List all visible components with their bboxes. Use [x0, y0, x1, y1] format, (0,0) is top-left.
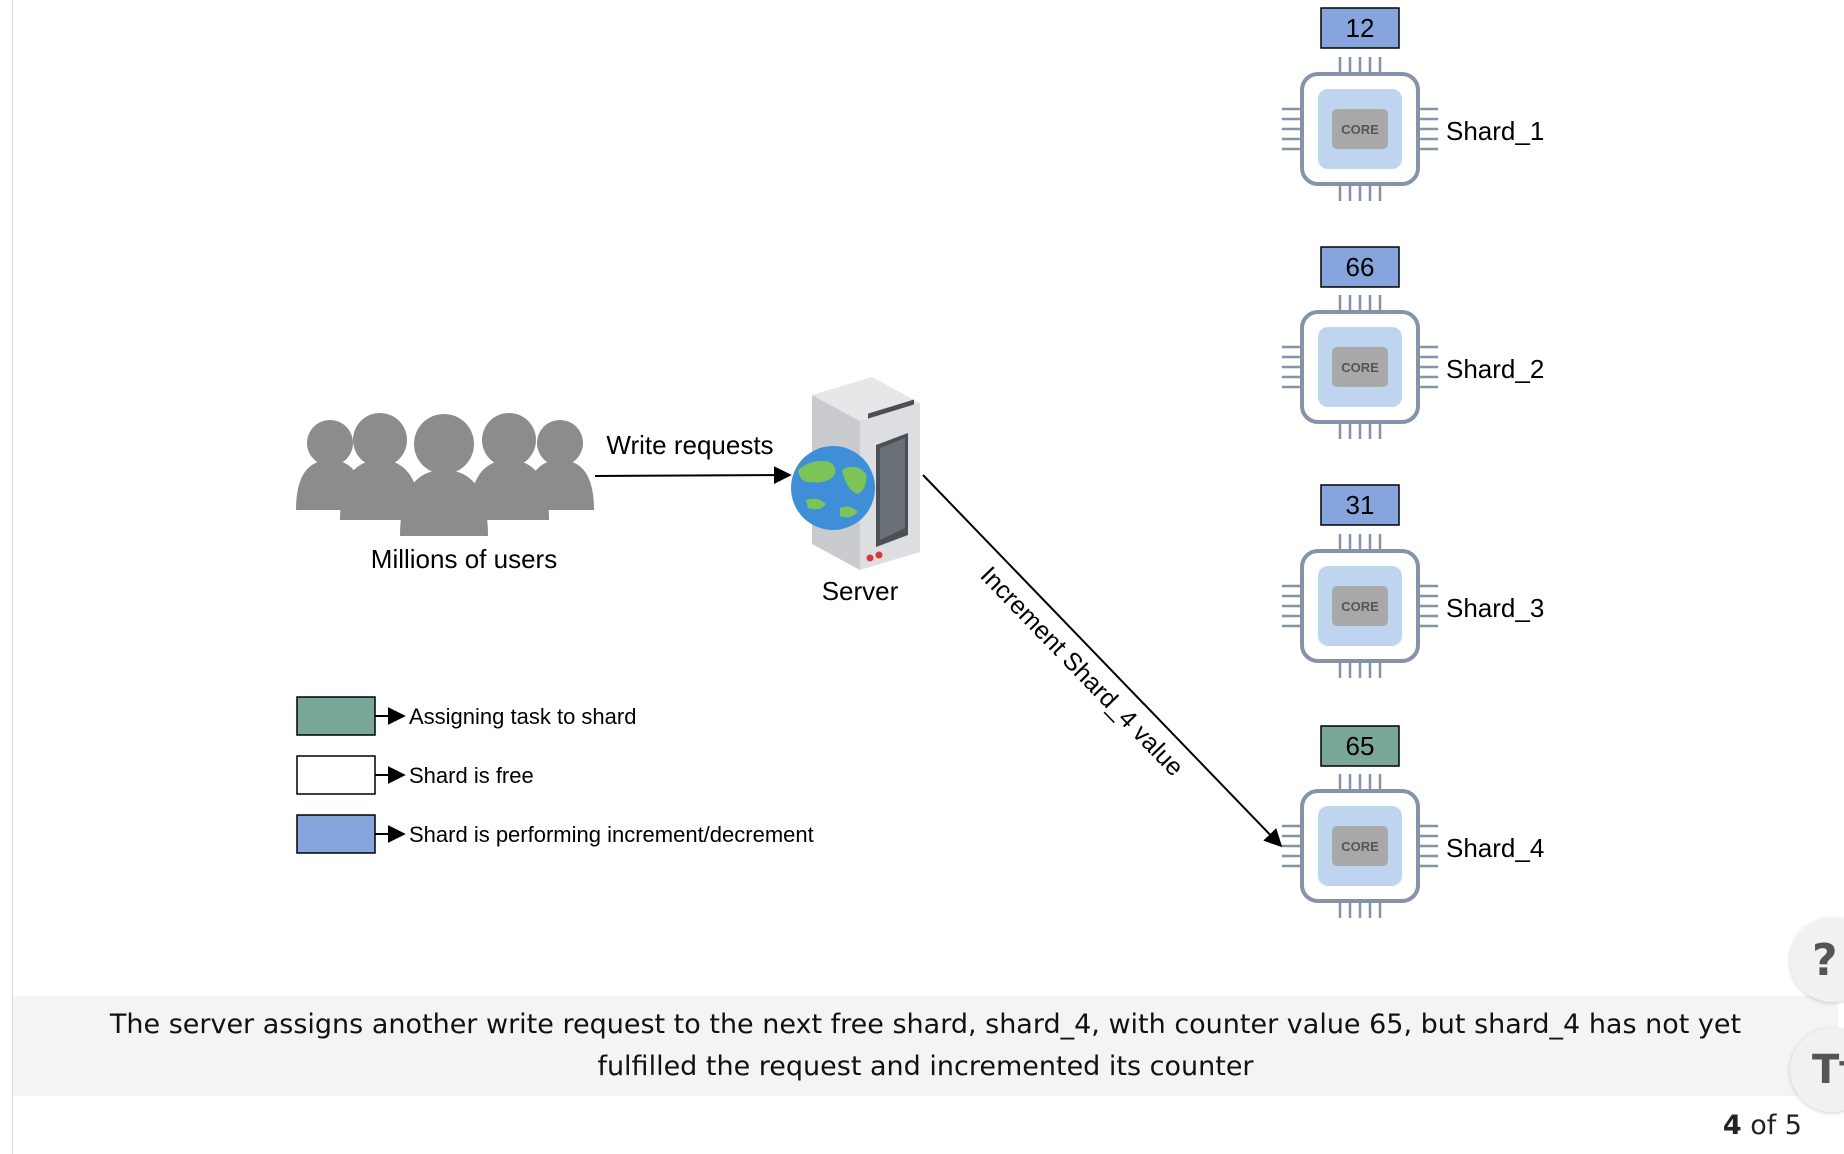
core-label: CORE: [1341, 360, 1379, 375]
frame-border: [12, 0, 13, 1154]
core-label: CORE: [1341, 599, 1379, 614]
chip-icon: [1282, 295, 1438, 439]
shard-value: 31: [1346, 490, 1375, 520]
legend-label: Assigning task to shard: [409, 704, 636, 729]
shard-value: 65: [1346, 731, 1375, 761]
shard-1: 12 CORE Shard_1: [1282, 7, 1544, 201]
text-size-icon: Tт: [1812, 1047, 1844, 1093]
help-icon: ?: [1812, 934, 1838, 986]
legend-label: Shard is performing increment/decrement: [409, 822, 814, 847]
text-size-button[interactable]: Tт: [1790, 1028, 1844, 1112]
slide-pager: 4 of 5: [1723, 1110, 1802, 1141]
shard-name: Shard_3: [1446, 593, 1544, 623]
legend-swatch: [296, 814, 376, 854]
chip-core: [1332, 109, 1388, 149]
legend-swatch: [296, 755, 376, 795]
legend-item-free: Shard is free: [296, 755, 534, 795]
legend-swatch: [296, 696, 376, 736]
increment-arrow: [922, 474, 1283, 848]
users-label: Millions of users: [371, 544, 557, 574]
globe-icon: [791, 446, 875, 530]
slide-caption: The server assigns another write request…: [13, 996, 1838, 1096]
increment-label: Increment Shard_4 value: [975, 561, 1189, 781]
legend: Assigning task to shard Shard is free Sh…: [296, 696, 814, 854]
shard-value-box: [1320, 484, 1400, 526]
pager-total: of 5: [1750, 1110, 1802, 1141]
shard-value-box: [1320, 246, 1400, 288]
write-requests-label: Write requests: [606, 430, 773, 460]
legend-label: Shard is free: [409, 763, 534, 788]
chip-core: [1332, 586, 1388, 626]
shard-name: Shard_1: [1446, 116, 1544, 146]
chip-icon: [1282, 57, 1438, 201]
shard-name: Shard_4: [1446, 833, 1544, 863]
shard-2: 66 CORE Shard_2: [1282, 246, 1544, 439]
chip-icon: [1282, 774, 1438, 918]
shard-3: 31 CORE Shard_3: [1282, 484, 1544, 678]
core-label: CORE: [1341, 122, 1379, 137]
chip-icon: [1282, 534, 1438, 678]
pager-current: 4: [1722, 1110, 1742, 1141]
users-icon: [296, 413, 594, 536]
shard-value: 12: [1346, 13, 1375, 43]
shard-value: 66: [1346, 252, 1375, 282]
chip-core: [1332, 826, 1388, 866]
shard-name: Shard_2: [1446, 354, 1544, 384]
diagram-canvas: Millions of users Write requests Server …: [296, 7, 1544, 918]
shard-value-box: [1320, 7, 1400, 49]
caption-text: The server assigns another write request…: [109, 1009, 1742, 1082]
server-label: Server: [822, 576, 899, 606]
core-label: CORE: [1341, 839, 1379, 854]
chip-core: [1332, 347, 1388, 387]
write-requests-arrow: [594, 466, 792, 485]
legend-item-assigning: Assigning task to shard: [296, 696, 636, 736]
shard-value-box: [1320, 725, 1400, 767]
shard-4: 65 CORE Shard_4: [1282, 725, 1544, 918]
legend-item-performing: Shard is performing increment/decrement: [296, 814, 814, 854]
